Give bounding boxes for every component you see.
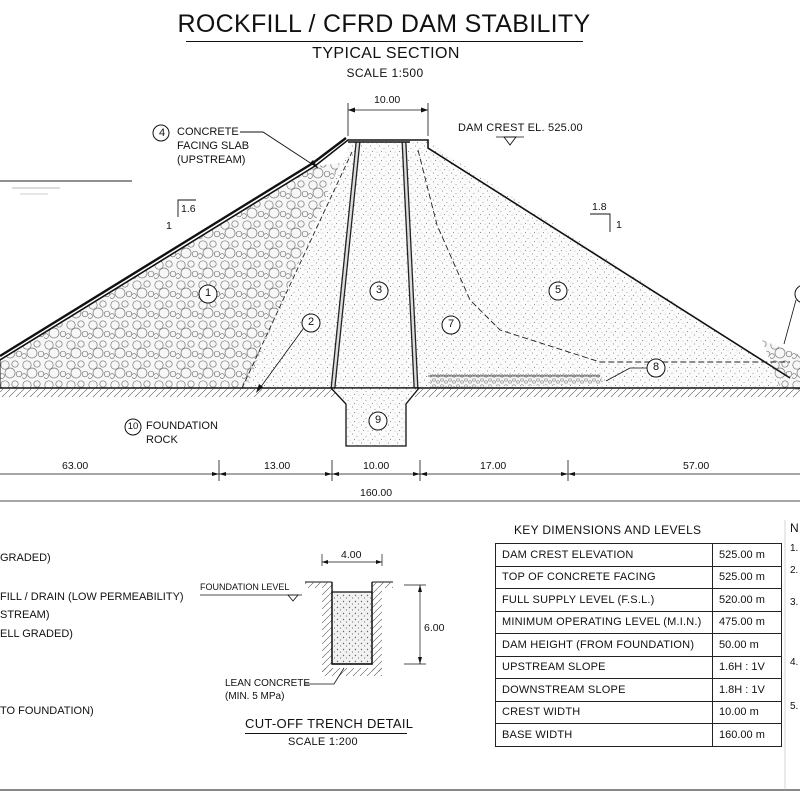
dim-total-160: 160.00 bbox=[360, 487, 393, 499]
downstream-slope-h: 1.8 bbox=[592, 201, 607, 213]
cutoff-lean-concrete bbox=[331, 591, 373, 665]
zone-8-number: 8 bbox=[652, 361, 660, 373]
key-value: 1.8H : 1V bbox=[712, 678, 782, 702]
key-name: MINIMUM OPERATING LEVEL (M.I.N.) bbox=[495, 610, 713, 634]
cutoff-lean-concrete-1: LEAN CONCRETE bbox=[225, 678, 311, 689]
key-value: 475.00 m bbox=[712, 610, 782, 634]
upstream-slope-h: 1.6 bbox=[181, 203, 196, 215]
notes-heading: N bbox=[790, 521, 799, 535]
dim-downstream-57: 57.00 bbox=[683, 460, 710, 472]
facing-number: 4 bbox=[158, 127, 166, 139]
key-value: 525.00 m bbox=[712, 565, 782, 589]
key-name: DAM HEIGHT (FROM FOUNDATION) bbox=[495, 633, 713, 657]
zone-7-boundary bbox=[417, 149, 790, 363]
key-value: 520.00 m bbox=[712, 588, 782, 612]
zone-5-downstream bbox=[403, 142, 790, 388]
zone-1-number: 1 bbox=[204, 287, 212, 299]
key-name: FULL SUPPLY LEVEL (F.S.L.) bbox=[495, 588, 713, 612]
note-number-1: 1. bbox=[790, 543, 799, 554]
key-value: 10.00 m bbox=[712, 700, 782, 724]
legend-item-1: GRADED) bbox=[0, 552, 51, 564]
dim-upstream-63: 63.00 bbox=[62, 460, 89, 472]
drawing-scale: SCALE 1:500 bbox=[346, 66, 424, 80]
key-name: BASE WIDTH bbox=[495, 723, 713, 747]
legend-item-4: ELL GRADED) bbox=[0, 628, 73, 640]
note-number-2: 2. bbox=[790, 565, 799, 576]
zone-3-core bbox=[334, 142, 416, 388]
dim-downstream-17: 17.00 bbox=[480, 460, 507, 472]
dim-transition-13: 13.00 bbox=[264, 460, 291, 472]
legend-item-5: TO FOUNDATION) bbox=[0, 705, 94, 717]
key-name: TOP OF CONCRETE FACING bbox=[495, 565, 713, 589]
zone-2-boundary bbox=[241, 151, 353, 389]
cutoff-scale: SCALE 1:200 bbox=[288, 736, 358, 748]
zone-1-rockfill bbox=[0, 163, 340, 388]
downstream-slope-v: 1 bbox=[616, 219, 622, 231]
zone-9-number: 9 bbox=[374, 414, 382, 426]
note-number-5: 5. bbox=[790, 701, 799, 712]
title-underline bbox=[186, 41, 583, 42]
zone-3-number: 3 bbox=[375, 284, 383, 296]
cutoff-foundation-level: FOUNDATION LEVEL bbox=[200, 582, 290, 592]
key-name: DOWNSTREAM SLOPE bbox=[495, 678, 713, 702]
zone-2-transition bbox=[246, 150, 350, 388]
dim-core-10: 10.00 bbox=[363, 460, 390, 472]
table-row: DAM HEIGHT (FROM FOUNDATION)50.00 m bbox=[495, 633, 782, 657]
key-name: UPSTREAM SLOPE bbox=[495, 655, 713, 679]
cutoff-depth-dim: 6.00 bbox=[424, 622, 445, 634]
legend-item-3: STREAM) bbox=[0, 609, 50, 621]
facing-label-1: CONCRETE bbox=[177, 126, 239, 138]
cutoff-title: CUT-OFF TRENCH DETAIL bbox=[245, 716, 414, 731]
key-value: 525.00 m bbox=[712, 543, 782, 567]
zone-8-drain-blanket bbox=[430, 374, 604, 388]
cutoff-title-underline bbox=[245, 733, 407, 734]
foundation-label-1: FOUNDATION bbox=[146, 420, 218, 432]
crest-width-dim: 10.00 bbox=[374, 94, 401, 106]
key-value: 50.00 m bbox=[712, 633, 782, 657]
drawing-subtitle: TYPICAL SECTION bbox=[312, 45, 460, 62]
zone-7-number: 7 bbox=[447, 318, 455, 330]
key-value: 160.00 m bbox=[712, 723, 782, 747]
zone-2-number: 2 bbox=[307, 316, 315, 328]
upstream-slope-v: 1 bbox=[166, 220, 172, 232]
cutoff-width-dim: 4.00 bbox=[341, 549, 362, 561]
table-row: MINIMUM OPERATING LEVEL (M.I.N.)475.00 m bbox=[495, 610, 782, 634]
facing-label-2: FACING SLAB bbox=[177, 140, 250, 152]
crest-elevation-label: DAM CREST EL. 525.00 bbox=[458, 122, 583, 134]
legend-item-2: FILL / DRAIN (LOW PERMEABILITY) bbox=[0, 591, 184, 603]
key-name: DAM CREST ELEVATION bbox=[495, 543, 713, 567]
key-table-title: KEY DIMENSIONS AND LEVELS bbox=[514, 523, 702, 537]
zone-5-number: 5 bbox=[554, 284, 562, 296]
crest-level-triangle bbox=[503, 136, 517, 146]
drawing-title: ROCKFILL / CFRD DAM STABILITY bbox=[177, 10, 591, 38]
cutoff-lean-concrete-2: (MIN. 5 MPa) bbox=[225, 691, 285, 702]
foundation-label-2: ROCK bbox=[146, 434, 178, 446]
key-value: 1.6H : 1V bbox=[712, 655, 782, 679]
foundation-number: 10 bbox=[127, 421, 139, 432]
facing-label-3: (UPSTREAM) bbox=[177, 154, 246, 166]
key-name: CREST WIDTH bbox=[495, 700, 713, 724]
note-number-4: 4. bbox=[790, 657, 799, 668]
toe-rock bbox=[762, 340, 800, 390]
note-number-3: 3. bbox=[790, 597, 799, 608]
table-row: FULL SUPPLY LEVEL (F.S.L.)520.00 m bbox=[495, 588, 782, 612]
